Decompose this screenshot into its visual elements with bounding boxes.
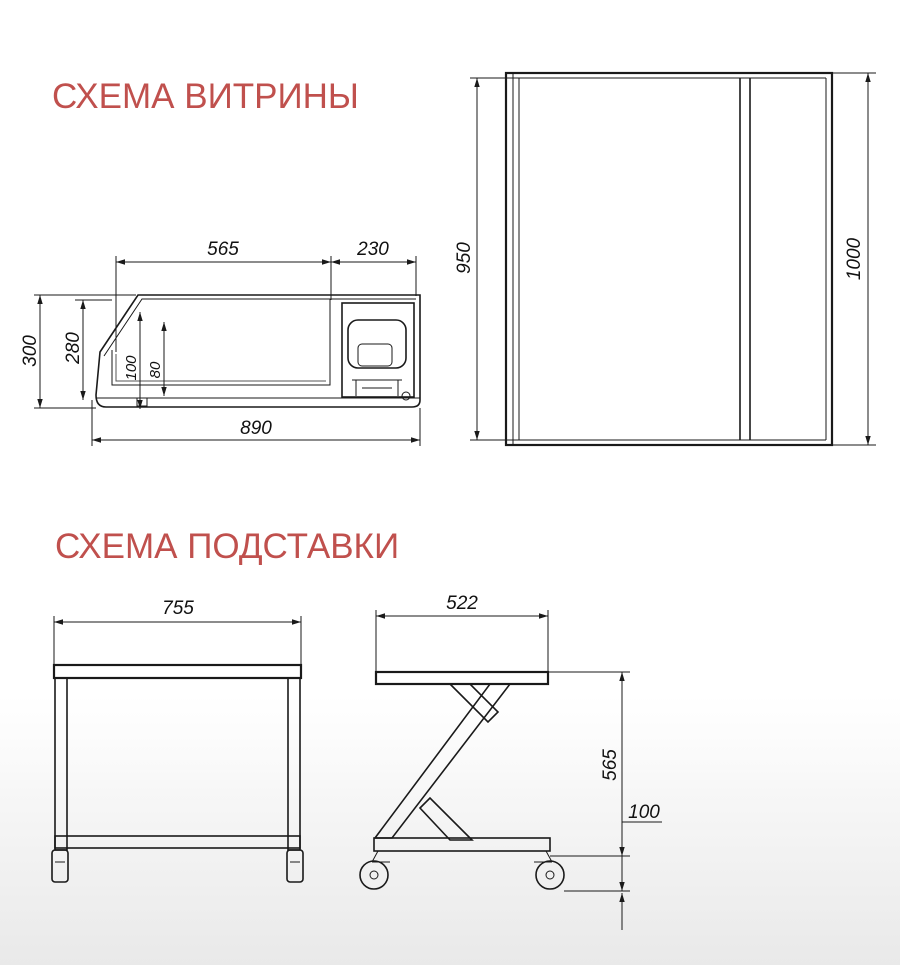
dim-stand-width: 755 <box>162 598 194 619</box>
dim-shelf-height: 100 <box>628 802 660 823</box>
stand-leg-right <box>287 677 301 851</box>
dim-inner-height: 950 <box>454 242 475 274</box>
caster-right <box>286 849 304 883</box>
dim-stand-height: 565 <box>600 749 621 781</box>
caster-wheel-left <box>359 860 389 890</box>
pan-inner <box>115 354 326 382</box>
stand-bottom-shelf <box>54 835 301 849</box>
foot-left <box>136 397 148 407</box>
upper-diagonal-brace <box>448 683 500 724</box>
compressor-feet <box>352 379 402 396</box>
dim-total-height: 300 <box>20 335 41 367</box>
dim-total-width: 890 <box>240 418 272 439</box>
compressor-motor <box>357 343 393 367</box>
caster-left <box>51 849 69 883</box>
compressor-compartment <box>341 302 415 398</box>
stand-side-view: 522 565 100 <box>359 593 662 930</box>
dim-glass-length: 565 <box>207 239 239 260</box>
dim-stand-side-width: 522 <box>446 593 478 614</box>
stand-side-top-panel <box>374 670 550 686</box>
dim-tray-inner: 80 <box>147 361 164 378</box>
showcase-side-outline <box>95 294 421 408</box>
compressor-block <box>347 319 407 369</box>
stand-front-view: 755 <box>51 598 304 883</box>
heading-showcase-scheme: СХЕМА ВИТРИНЫ <box>52 77 359 116</box>
dim-compressor-length: 230 <box>356 239 389 260</box>
curved-glass <box>103 298 416 357</box>
lower-diagonal-brace <box>418 796 474 841</box>
stand-top-panel <box>52 663 303 680</box>
dim-outer-height: 1000 <box>844 237 865 280</box>
dim-body-height: 280 <box>63 332 84 365</box>
stand-leg-left <box>54 677 68 851</box>
stand-side-base-rail <box>373 837 551 852</box>
front-outer-frame <box>504 71 834 447</box>
dim-tray-depth: 100 <box>123 355 140 381</box>
showcase-front-view: 950 1000 <box>454 71 876 447</box>
caster-wheel-right <box>535 860 565 890</box>
compressor-valve <box>401 391 411 401</box>
showcase-side-view: 565 230 890 300 280 100 80 <box>20 239 421 446</box>
main-diagonal-leg <box>373 683 512 839</box>
heading-stand-scheme: СХЕМА ПОДСТАВКИ <box>55 527 399 566</box>
pan-outline <box>111 299 331 386</box>
